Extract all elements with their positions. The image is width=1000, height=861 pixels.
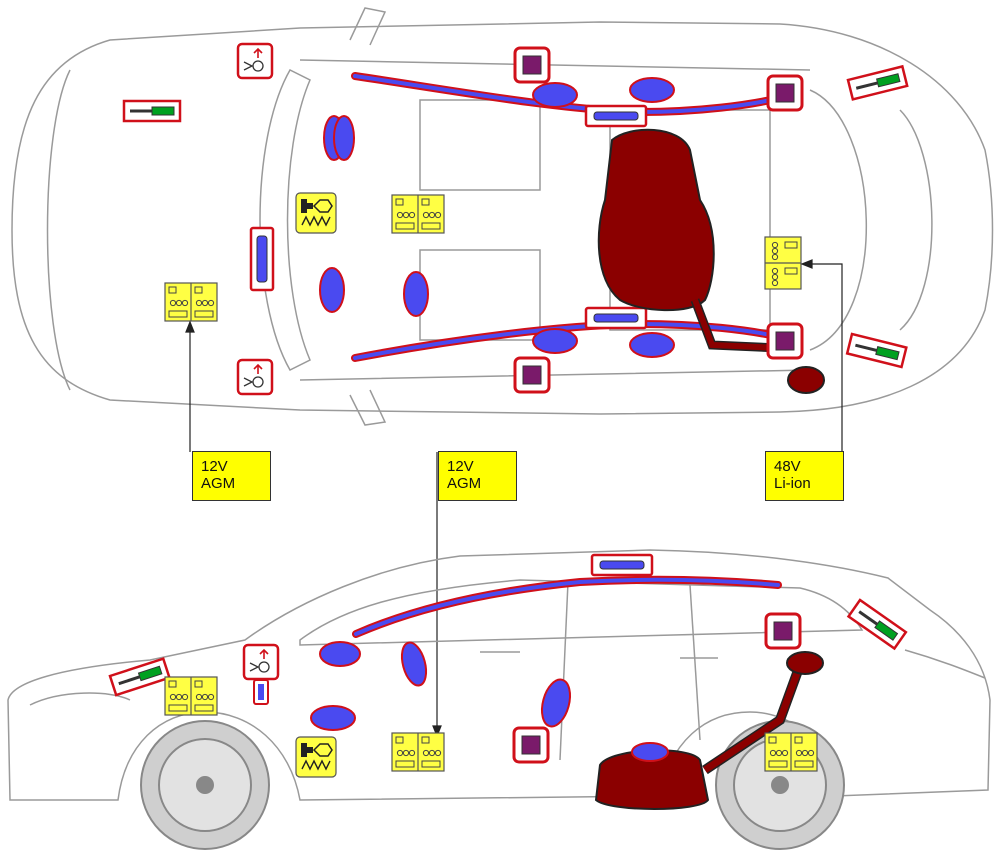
callout-cabin-battery: 12V AGM: [438, 451, 517, 501]
gas-strut-trunk-top-2: [845, 332, 908, 369]
airbag-passenger-side: [400, 641, 428, 687]
callout-cabin-battery-voltage: 12V: [447, 458, 474, 475]
arrow-rear-battery: [810, 263, 843, 452]
car-top-rear-window: [809, 89, 867, 351]
callout-front-battery: 12V AGM: [192, 451, 271, 501]
car-top-view: [11, 7, 994, 426]
crash-sensor-side-2: [512, 726, 550, 764]
car-top-seats: [419, 99, 771, 341]
car-top-body-outline: [11, 21, 994, 415]
car-top-hood-line: [46, 69, 71, 391]
gas-strut-hood-side: [108, 657, 171, 697]
car-side-body-outline: [7, 549, 991, 801]
airbag-side-top-rr: [629, 332, 675, 358]
airbag-knee-top-2: [333, 115, 355, 161]
car-side-headlight: [29, 692, 131, 706]
airbag-icon: [319, 77, 675, 358]
gas-strut-trunk-side: [847, 598, 908, 651]
curtain-inflator-top-right: [584, 306, 648, 330]
gas-strut-trunk-top-1: [846, 64, 909, 101]
fuel-pump-side: [631, 742, 669, 762]
battery-rear-top: [764, 236, 802, 290]
fuel-filler-cap-top: [787, 366, 825, 394]
callout-rear-battery-voltage: 48V: [774, 458, 801, 475]
car-top-mirror-left: [349, 7, 387, 46]
inflator-icon-top: [295, 192, 337, 234]
fuel-tank-icon: [597, 128, 715, 312]
callout-rear-battery-type: Li-ion: [774, 475, 811, 492]
battery-rear-side: [764, 732, 818, 772]
callout-rear-battery: 48V Li-ion: [765, 451, 844, 501]
battery-front-side: [164, 676, 218, 716]
airbag-side-top-fl: [532, 82, 578, 108]
pretensioner-top-2: [236, 358, 274, 396]
battery-front-top: [164, 282, 218, 322]
car-top-windshield: [259, 69, 311, 371]
inflator-icon-side: [295, 736, 337, 778]
car-top-roof-edge: [299, 59, 811, 381]
fuel-filler-cap-side: [786, 651, 824, 675]
pretensioner-top-1: [236, 42, 274, 80]
airbag-side-top-rl: [629, 77, 675, 103]
callout-front-battery-type: AGM: [201, 475, 236, 492]
airbag-knee-side: [310, 705, 356, 731]
car-top-mirror-right: [349, 389, 387, 426]
airbag-side-top-fr: [532, 328, 578, 354]
airbag-seat-side: [540, 678, 572, 728]
car-side-c-pillar: [689, 584, 701, 741]
crash-sensor-top-3: [766, 322, 804, 360]
crash-sensor-top-4: [513, 356, 551, 394]
airbag-driver-side: [319, 641, 361, 667]
battery-cabin-side: [391, 732, 445, 772]
inflator-top-front: [249, 226, 275, 292]
callout-cabin-battery-type: AGM: [447, 475, 482, 492]
pretensioner-side: [242, 643, 280, 681]
airbag-passenger-top: [403, 271, 429, 317]
airbag-driver-top: [319, 267, 345, 313]
fuel-tank-side: [594, 749, 710, 810]
car-side-door-handles: [480, 651, 718, 659]
curtain-inflator-top-left: [584, 104, 648, 128]
crash-sensor-top-2: [766, 74, 804, 112]
curtain-inflator-side: [590, 553, 654, 577]
crash-sensor-side-1: [764, 612, 802, 650]
car-side-wheels: [140, 720, 845, 850]
car-side-taillight: [904, 649, 986, 679]
battery-cabin-top: [391, 194, 445, 234]
car-top-trunk-lid: [899, 109, 933, 331]
crash-sensor-top-1: [513, 46, 551, 84]
car-side-b-pillar: [559, 581, 569, 761]
callout-front-battery-voltage: 12V: [201, 458, 228, 475]
gas-strut-hood-top: [122, 99, 182, 123]
